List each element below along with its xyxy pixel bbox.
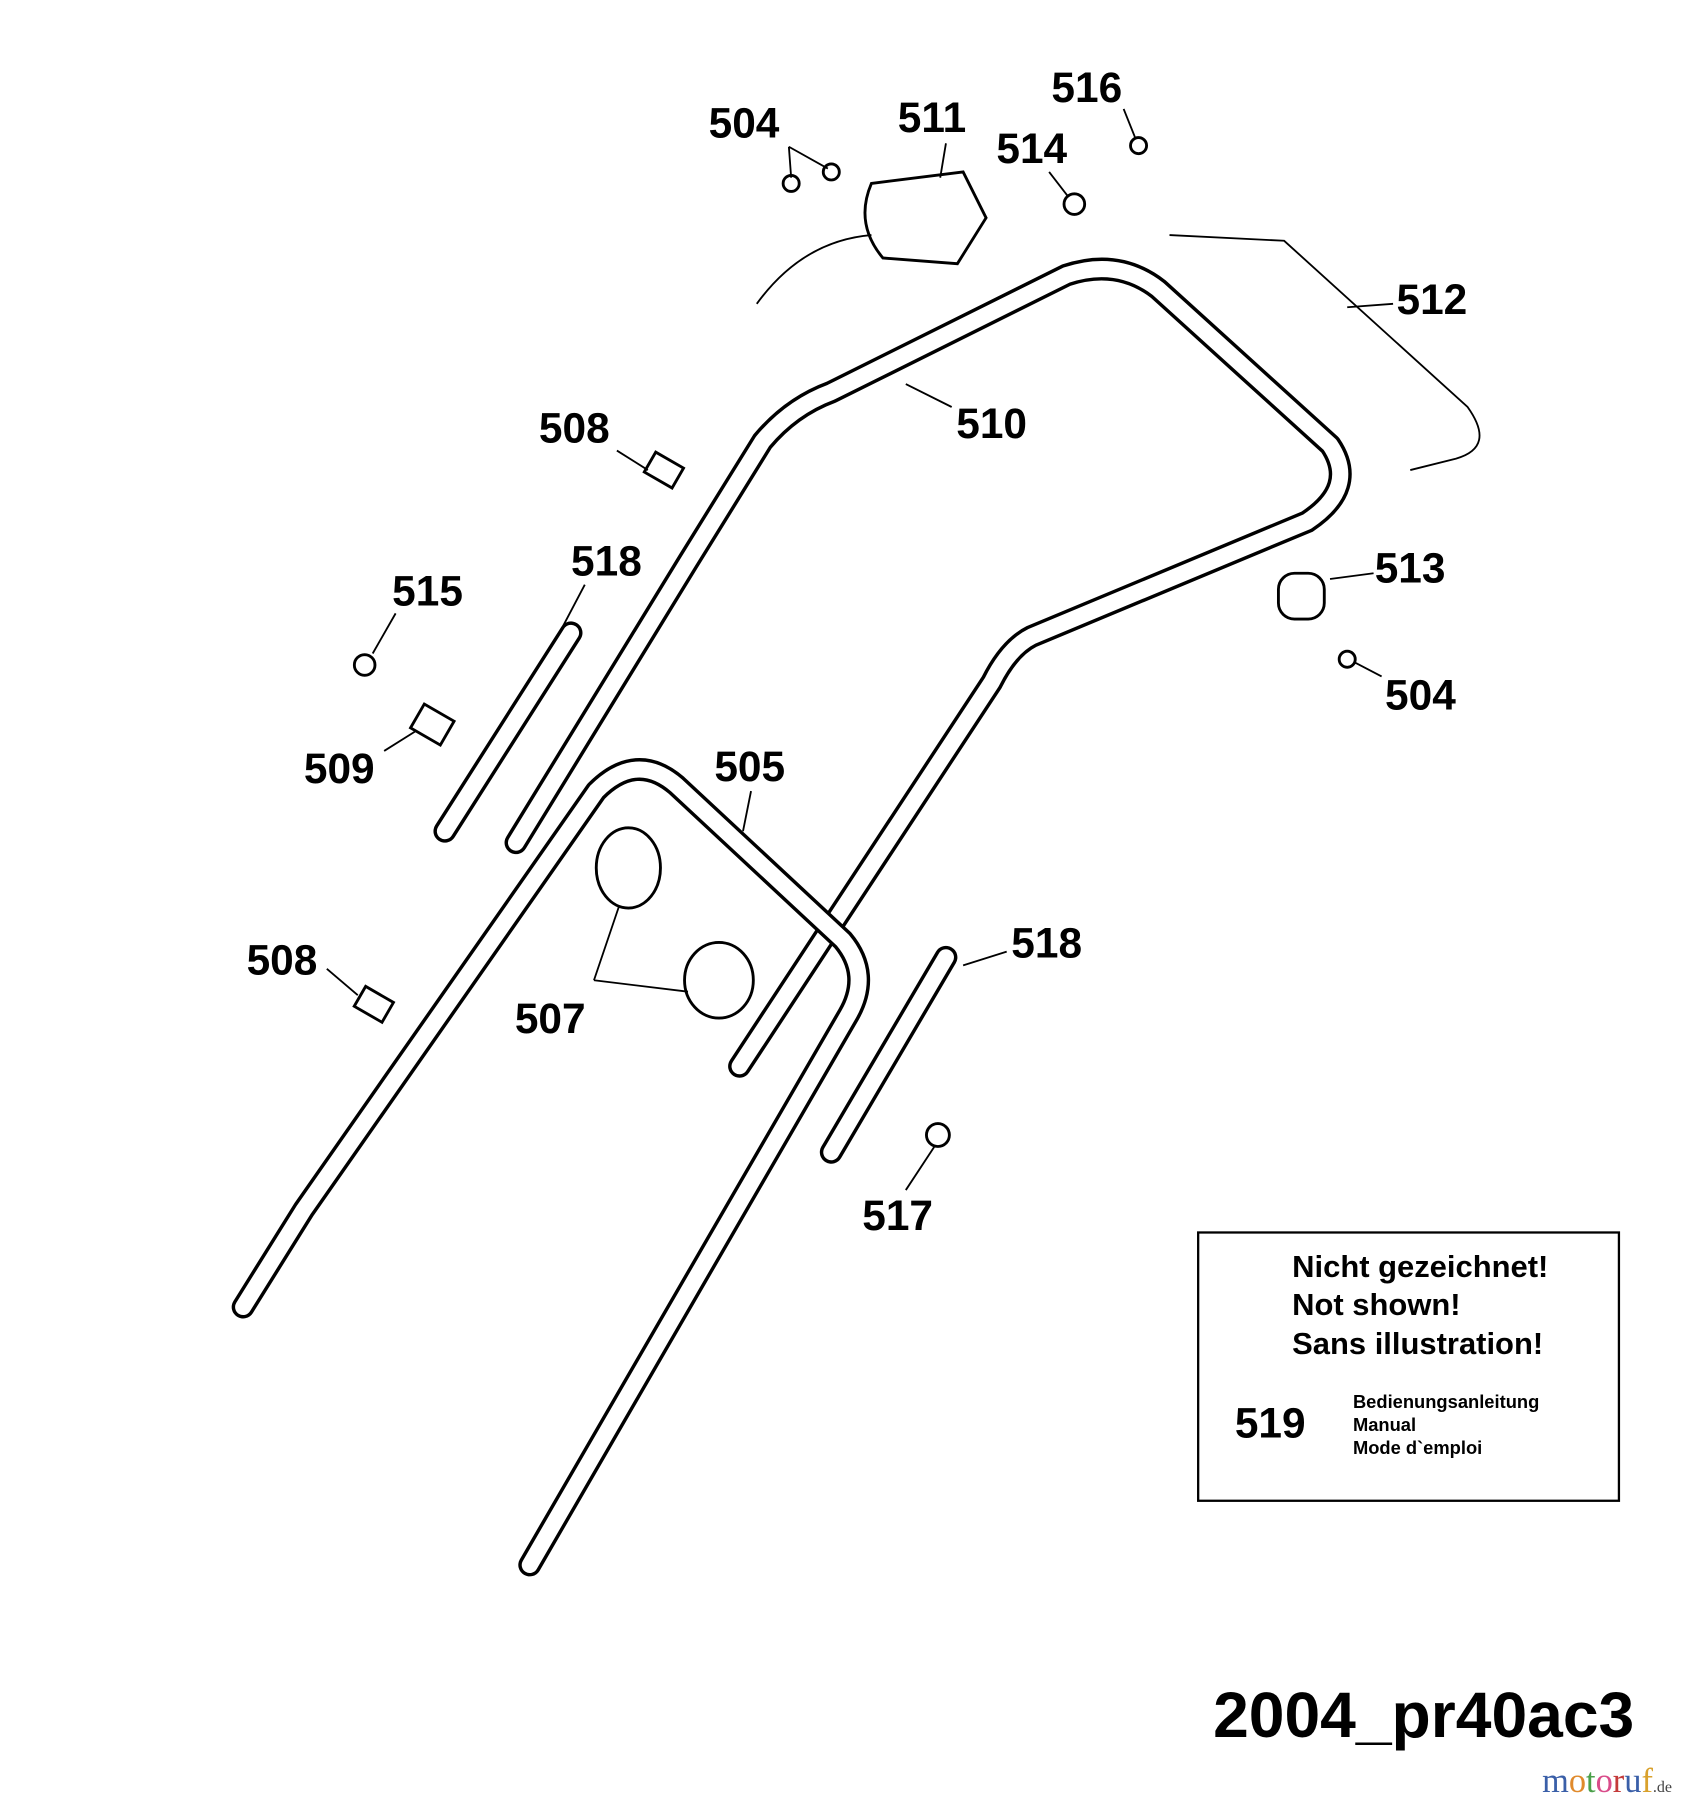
watermark-letter: r — [1613, 1762, 1625, 1800]
leader-lines — [326, 108, 1394, 1191]
manual-de: Bedienungsanleitung — [1353, 1391, 1539, 1412]
clips — [352, 450, 1326, 1025]
callout-510: 510 — [956, 400, 1027, 447]
callout-507: 507 — [515, 995, 586, 1042]
diagram-id: 2004_pr40ac3 — [1213, 1679, 1634, 1751]
lower-handle — [231, 758, 871, 1577]
watermark-letter: t — [1586, 1762, 1596, 1800]
manual-fr: Mode d`emploi — [1353, 1437, 1482, 1458]
grip-tube-518-left — [433, 621, 583, 843]
not-shown-de: Nicht gezeichnet! — [1292, 1249, 1548, 1284]
callout-517: 517 — [862, 1192, 933, 1239]
watermark-letter: o — [1596, 1762, 1613, 1800]
not-shown-fr: Sans illustration! — [1292, 1326, 1543, 1361]
watermark-letter: o — [1569, 1762, 1586, 1800]
callout-511: 511 — [898, 94, 966, 141]
callout-509: 509 — [304, 745, 375, 792]
not-shown-en: Not shown! — [1292, 1287, 1460, 1322]
watermark-logo: motoruf.de — [1542, 1762, 1672, 1800]
watermark-letter: m — [1542, 1762, 1569, 1800]
callout-518: 518 — [571, 538, 642, 585]
callout-513: 513 — [1375, 544, 1446, 591]
cable-512 — [1169, 234, 1481, 471]
upper-handle-510 — [504, 257, 1352, 1078]
callout-508: 508 — [247, 937, 318, 984]
callout-505: 505 — [714, 743, 785, 790]
callout-515: 515 — [392, 567, 463, 614]
callout-519: 519 — [1235, 1400, 1306, 1447]
callout-514: 514 — [996, 125, 1067, 172]
callout-504: 504 — [709, 100, 780, 147]
watermark-letter: f — [1641, 1762, 1653, 1800]
watermark-suffix: .de — [1653, 1779, 1672, 1796]
wheels-507 — [594, 826, 755, 1020]
callout-504: 504 — [1385, 672, 1456, 719]
switch-box-511 — [756, 170, 988, 305]
watermark-text: motoruf — [1542, 1762, 1653, 1800]
callout-512: 512 — [1397, 276, 1468, 323]
manual-en: Manual — [1353, 1414, 1416, 1435]
callout-516: 516 — [1051, 64, 1122, 111]
watermark-letter: u — [1624, 1762, 1641, 1800]
callout-518: 518 — [1011, 919, 1082, 966]
grip-tube-518-right — [819, 945, 958, 1164]
not-shown-box: Nicht gezeichnet! Not shown! Sans illust… — [1197, 1231, 1621, 1502]
callout-508: 508 — [539, 405, 610, 452]
